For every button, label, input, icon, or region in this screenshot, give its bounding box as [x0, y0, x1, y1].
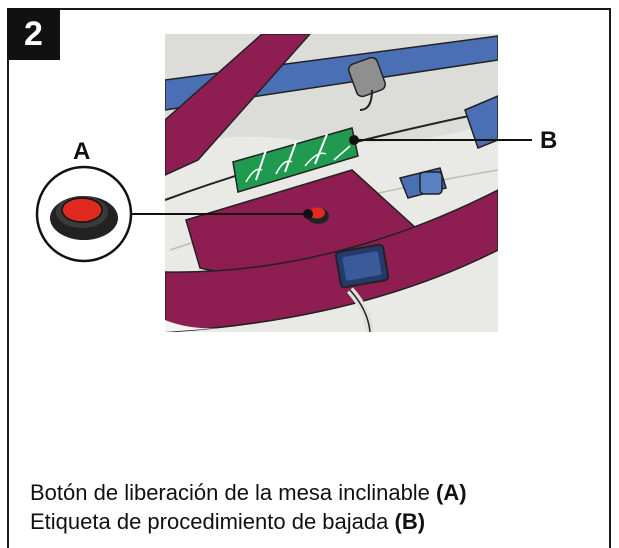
strap-buckle [348, 56, 386, 111]
maroon-band [165, 189, 498, 332]
caption-line-1-ref: (A) [436, 480, 467, 505]
maroon-strap-diagonal [165, 34, 312, 176]
callout-a-dot [303, 209, 313, 219]
caption: Botón de liberación de la mesa inclinabl… [30, 478, 610, 536]
caption-line-2: Etiqueta de procedimiento de bajada (B) [30, 507, 610, 536]
caption-line-1: Botón de liberación de la mesa inclinabl… [30, 478, 610, 507]
step-number-badge: 2 [7, 8, 60, 60]
caption-line-2-ref: (B) [394, 509, 426, 534]
equipment-closeup [165, 34, 498, 332]
callout-a-label: A [73, 138, 91, 165]
caption-line-1-text: Botón de liberación de la mesa inclinabl… [30, 480, 430, 505]
lowering-procedure-label [232, 127, 359, 193]
stretcher-illustration [35, 34, 532, 332]
step-number: 2 [24, 14, 43, 53]
button-detail-circle [35, 165, 133, 263]
caption-line-2-text: Etiqueta de procedimiento de bajada [30, 509, 389, 534]
figure-frame [7, 8, 611, 548]
callout-b-label: B [540, 127, 558, 154]
callout-b-dot [349, 135, 359, 145]
